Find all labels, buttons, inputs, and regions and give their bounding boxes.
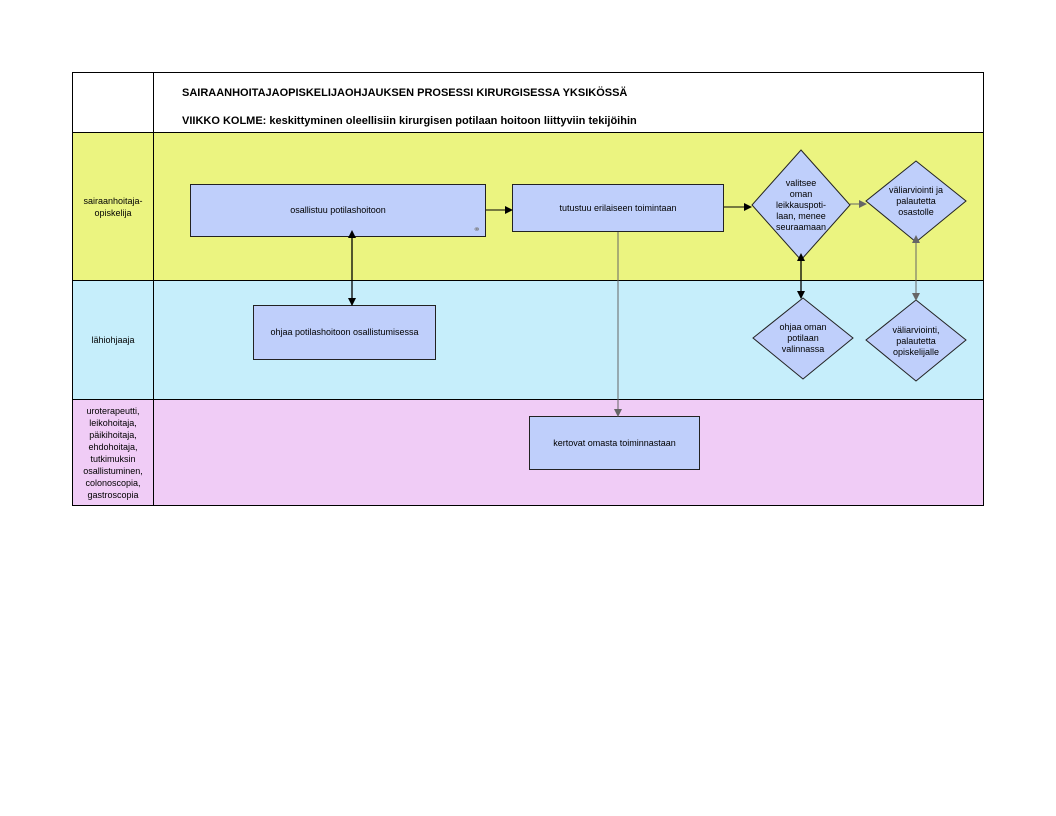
- node-ohjaa-osallistumisessa[interactable]: ohjaa potilashoitoon osallistumisessa: [253, 305, 436, 360]
- node-tutustuu[interactable]: tutustuu erilaiseen toimintaan: [512, 184, 724, 232]
- process-table: SAIRAANHOITAJAOPISKELIJAOHJAUKSEN PROSES…: [72, 72, 984, 506]
- node-osallistuu[interactable]: osallistuu potilashoitoon: [190, 184, 486, 237]
- diagram-subtitle: VIIKKO KOLME: keskittyminen oleellisiin …: [182, 115, 637, 127]
- link-icon: ⚭: [473, 224, 481, 234]
- node-valiarviointi-opiskelijalle[interactable]: väliarviointi, palautetta opiskelijalle: [892, 324, 940, 357]
- lane-label-student: sairaanhoitaja- opiskelija: [73, 133, 154, 280]
- header-label-cell: [73, 73, 154, 132]
- node-kertovat[interactable]: kertovat omasta toiminnastaan: [529, 416, 700, 470]
- header-row: SAIRAANHOITAJAOPISKELIJAOHJAUKSEN PROSES…: [73, 73, 983, 133]
- lane-specialists: uroterapeutti, leikohoitaja, päikihoitaj…: [73, 400, 983, 505]
- diagram-title: SAIRAANHOITAJAOPISKELIJAOHJAUKSEN PROSES…: [182, 87, 628, 99]
- node-valitsee[interactable]: valitsee oman leikkauspoti- laan, menee …: [775, 177, 827, 232]
- lane-supervisor: lähiohjaaja: [73, 281, 983, 400]
- node-valiarviointi-osastolle[interactable]: väliarviointi ja palautetta osastolle: [888, 184, 944, 217]
- lane-label-specialists: uroterapeutti, leikohoitaja, päikihoitaj…: [73, 400, 154, 505]
- node-ohjaa-valinnassa[interactable]: ohjaa oman potilaan valinnassa: [779, 321, 827, 354]
- lane-label-supervisor: lähiohjaaja: [73, 281, 154, 399]
